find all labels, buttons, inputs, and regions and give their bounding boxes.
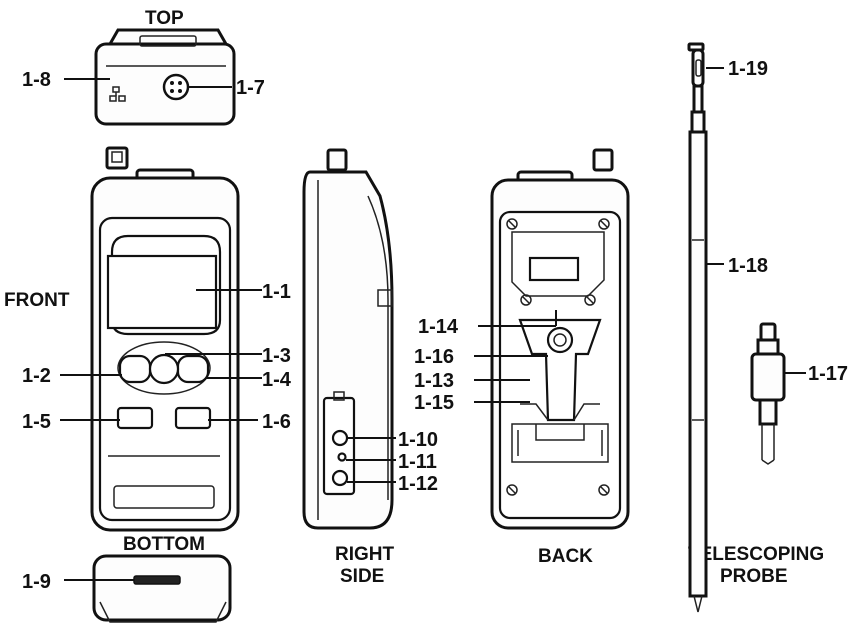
callout-1-15: 1-15	[414, 392, 454, 414]
callout-1-19: 1-19	[728, 58, 768, 80]
front-button-1-2[interactable]	[118, 354, 152, 384]
right-side-view: RIGHT SIDE 1-10 1-11 1-12	[302, 148, 438, 587]
callout-1-5: 1-5	[22, 411, 51, 433]
callout-1-16: 1-16	[414, 346, 454, 368]
right-side-label-line2: SIDE	[340, 566, 384, 587]
callout-1-9: 1-9	[22, 571, 51, 593]
callout-1-4: 1-4	[262, 369, 292, 391]
right-side-label-line1: RIGHT	[335, 544, 395, 565]
top-view-upper-lip	[107, 28, 229, 46]
probe-rod-1-18	[688, 130, 708, 598]
front-view: FRONT 1-1 1-2 1-3 1-4 1-5 1-6	[4, 146, 292, 532]
callout-1-3: 1-3	[262, 345, 291, 367]
callout-1-11: 1-11	[398, 451, 437, 473]
top-connector-1-8	[109, 86, 126, 102]
callout-1-8: 1-8	[22, 69, 51, 91]
front-button-1-4[interactable]	[176, 354, 210, 384]
callout-1-18: 1-18	[728, 255, 768, 277]
callout-1-17: 1-17	[808, 363, 848, 385]
callout-1-1: 1-1	[262, 281, 291, 303]
back-view: BACK 1-14 1-16 1-13 1-15	[414, 148, 630, 567]
probe-plug-1-17	[750, 322, 786, 465]
right-side-jack-1-11	[337, 452, 347, 462]
callout-1-13: 1-13	[414, 370, 454, 392]
bottom-slot-1-9	[133, 575, 181, 585]
probe-label-line2: PROBE	[720, 566, 788, 587]
back-tripod-socket-1-16	[546, 326, 574, 354]
top-view: TOP 1-8 1-7	[22, 8, 265, 126]
callout-1-7: 1-7	[236, 77, 265, 99]
bottom-view: BOTTOM 1-9	[22, 534, 232, 623]
front-display-lcd	[106, 254, 218, 330]
front-button-1-6[interactable]	[174, 406, 212, 430]
callout-1-14: 1-14	[418, 316, 459, 338]
probe-label-line1: TELESCOPING	[688, 544, 824, 565]
front-view-label: FRONT	[4, 290, 70, 311]
back-view-label: BACK	[538, 546, 593, 567]
callout-1-6: 1-6	[262, 411, 291, 433]
front-button-1-5[interactable]	[116, 406, 154, 430]
back-label-window	[528, 256, 580, 282]
top-socket-1-7	[162, 73, 190, 101]
bottom-view-housing	[92, 554, 232, 622]
right-side-jack-1-10	[331, 429, 349, 447]
callout-1-10: 1-10	[398, 429, 438, 451]
front-button-1-3[interactable]	[148, 353, 180, 385]
telescoping-probe-view: TELESCOPING PROBE 1-19 1-18 1-17	[687, 42, 848, 613]
right-side-jack-1-12	[331, 469, 349, 487]
callout-1-2: 1-2	[22, 365, 51, 387]
top-view-label: TOP	[145, 8, 184, 29]
callout-1-12: 1-12	[398, 473, 438, 495]
bottom-view-label: BOTTOM	[123, 534, 205, 555]
